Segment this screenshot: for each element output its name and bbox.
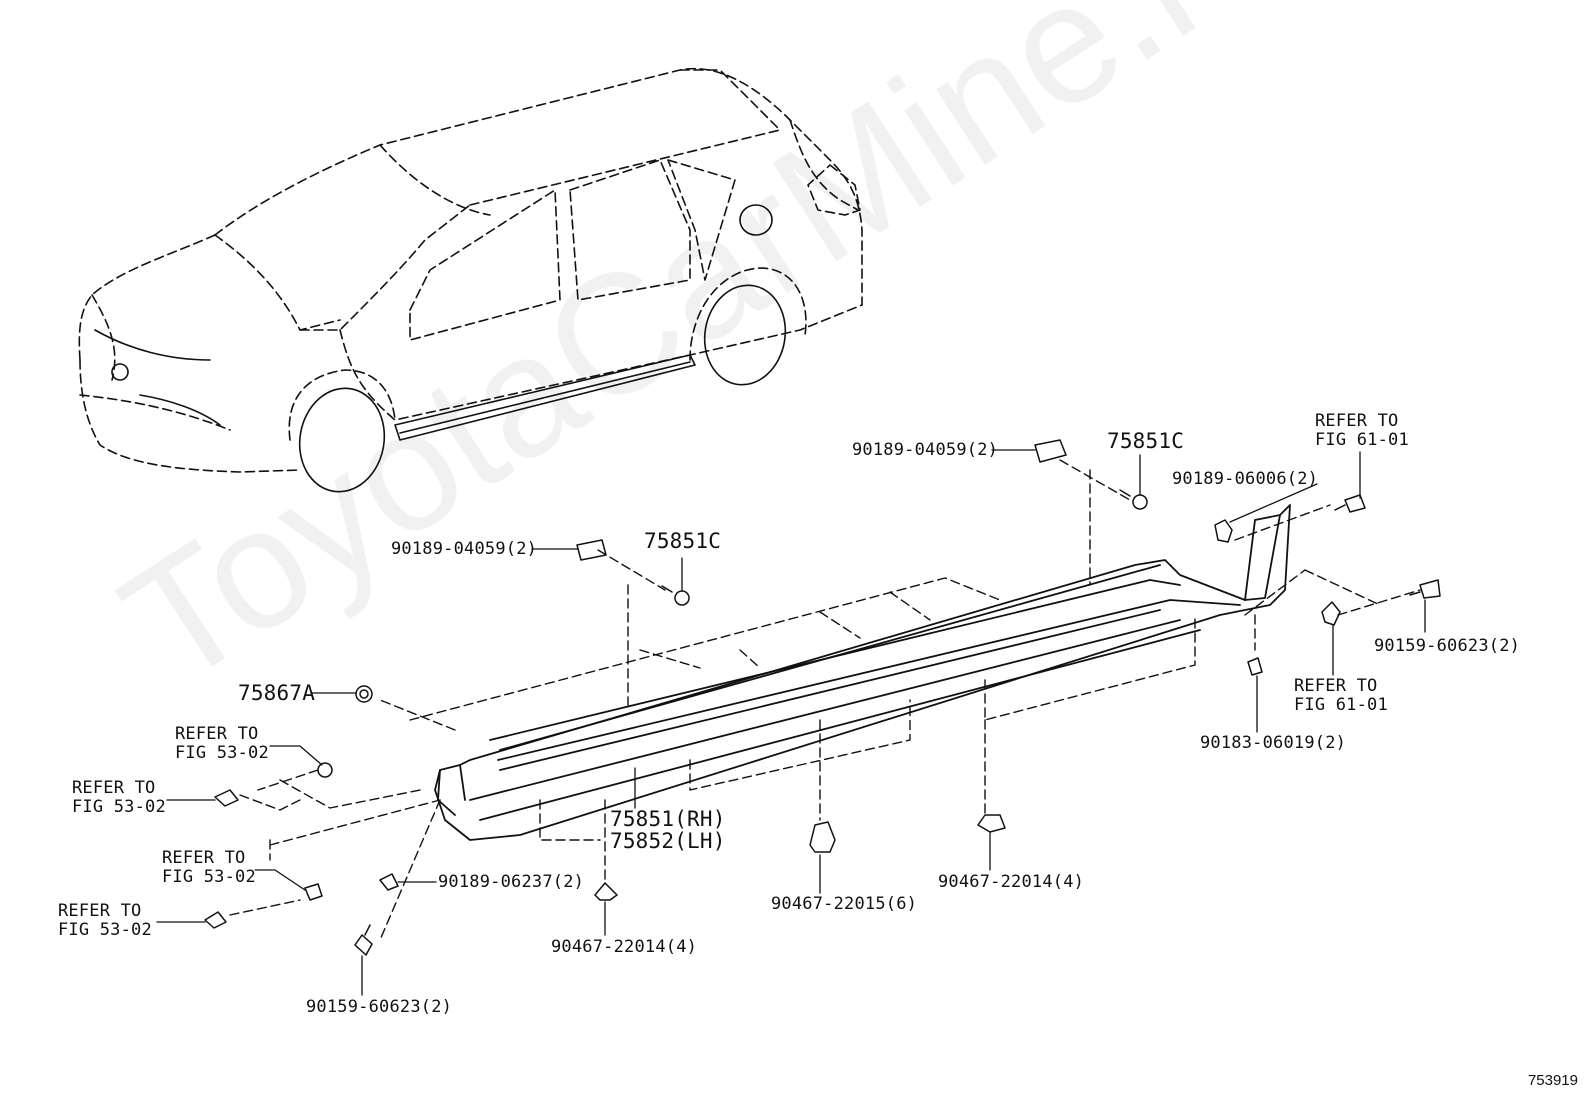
label-75851c-mid: 75851C xyxy=(644,529,722,553)
label-fig-53-02-1: FIG 53-02 xyxy=(175,743,269,763)
car-details xyxy=(94,159,787,493)
label-75867a: 75867A xyxy=(238,681,316,705)
label-90189-04059-top: 90189-04059(2) xyxy=(852,440,999,460)
label-90189-06237: 90189-06237(2) xyxy=(438,872,585,892)
label-fig-61-01-bottom-right: FIG 61-01 xyxy=(1294,695,1388,715)
label-refer-to-2: REFER TO xyxy=(72,778,156,798)
hardware-parts xyxy=(204,439,1441,956)
label-90159-60623-left: 90159-60623(2) xyxy=(306,997,453,1017)
label-refer-to-4: REFER TO xyxy=(58,901,142,921)
label-refer-to-bottom-right: REFER TO xyxy=(1294,676,1378,696)
label-90189-04059-mid: 90189-04059(2) xyxy=(391,539,538,559)
label-refer-to-3: REFER TO xyxy=(162,848,246,868)
label-fig-53-02-4: FIG 53-02 xyxy=(58,920,152,940)
car-outline xyxy=(78,67,863,473)
label-fig-53-02-2: FIG 53-02 xyxy=(72,797,166,817)
label-refer-to-top-right: REFER TO xyxy=(1315,411,1399,431)
label-fig-61-01-top-right: FIG 61-01 xyxy=(1315,430,1409,450)
label-90189-06006: 90189-06006(2) xyxy=(1172,469,1319,489)
label-90467-22014-right: 90467-22014(4) xyxy=(938,872,1085,892)
label-90183-06019: 90183-06019(2) xyxy=(1200,733,1347,753)
figure-id: 753919 xyxy=(1527,1072,1578,1089)
leader-lines xyxy=(229,459,1421,941)
label-fig-53-02-3: FIG 53-02 xyxy=(162,867,256,887)
label-leaders xyxy=(156,449,1426,996)
label-90467-22014-left: 90467-22014(4) xyxy=(551,937,698,957)
label-75852-lh: 75852(LH) xyxy=(610,829,726,853)
label-75851c-top: 75851C xyxy=(1107,429,1185,453)
label-90159-60623-right: 90159-60623(2) xyxy=(1374,636,1521,656)
label-90467-22015: 90467-22015(6) xyxy=(771,894,918,914)
label-75851-rh: 75851(RH) xyxy=(610,807,726,831)
label-refer-to-1: REFER TO xyxy=(175,724,259,744)
rocker-panel xyxy=(434,504,1291,841)
